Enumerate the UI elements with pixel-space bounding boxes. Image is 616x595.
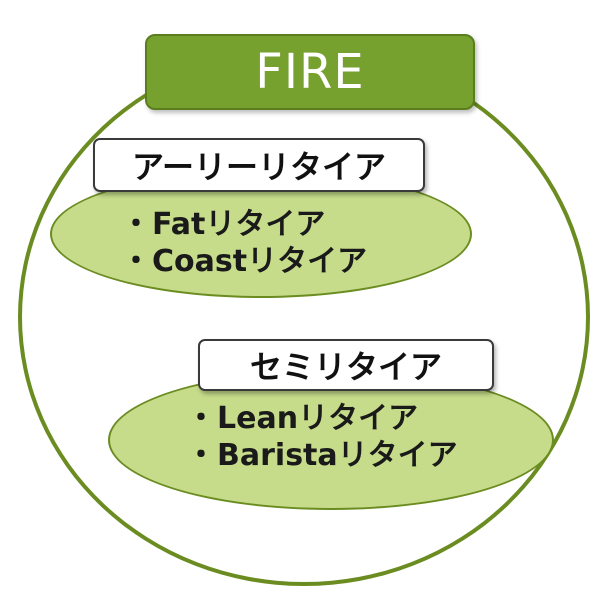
semi-retire-label: セミリタイア [249,348,442,386]
coast-retire-item: Coastリタイア [152,244,368,279]
semi-retire-label-box: セミリタイア [198,339,494,391]
semi-retire-item-list: ・Leanリタイア ・Baristaリタイア [185,400,458,474]
barista-retire-item: Baristaリタイア [217,438,458,473]
bullet-mark: ・ [186,438,216,473]
lean-retire-item: Leanリタイア [217,401,419,436]
fat-retire-item: Fatリタイア [152,207,326,242]
fire-title: FIRE [255,44,365,100]
semi-retire-ellipse [108,370,554,510]
fire-title-box: FIRE [145,34,475,110]
early-retire-label: アーリーリタイア [131,148,387,186]
list-item: ・Leanリタイア [185,400,458,437]
bullet-mark: ・ [186,401,216,436]
early-retire-label-box: アーリーリタイア [93,138,425,192]
list-item: ・Baristaリタイア [185,437,458,474]
bullet-mark: ・ [121,207,151,242]
bullet-mark: ・ [121,244,151,279]
list-item: ・Coastリタイア [120,243,367,280]
list-item: ・Fatリタイア [120,206,367,243]
early-retire-item-list: ・Fatリタイア ・Coastリタイア [120,206,367,280]
